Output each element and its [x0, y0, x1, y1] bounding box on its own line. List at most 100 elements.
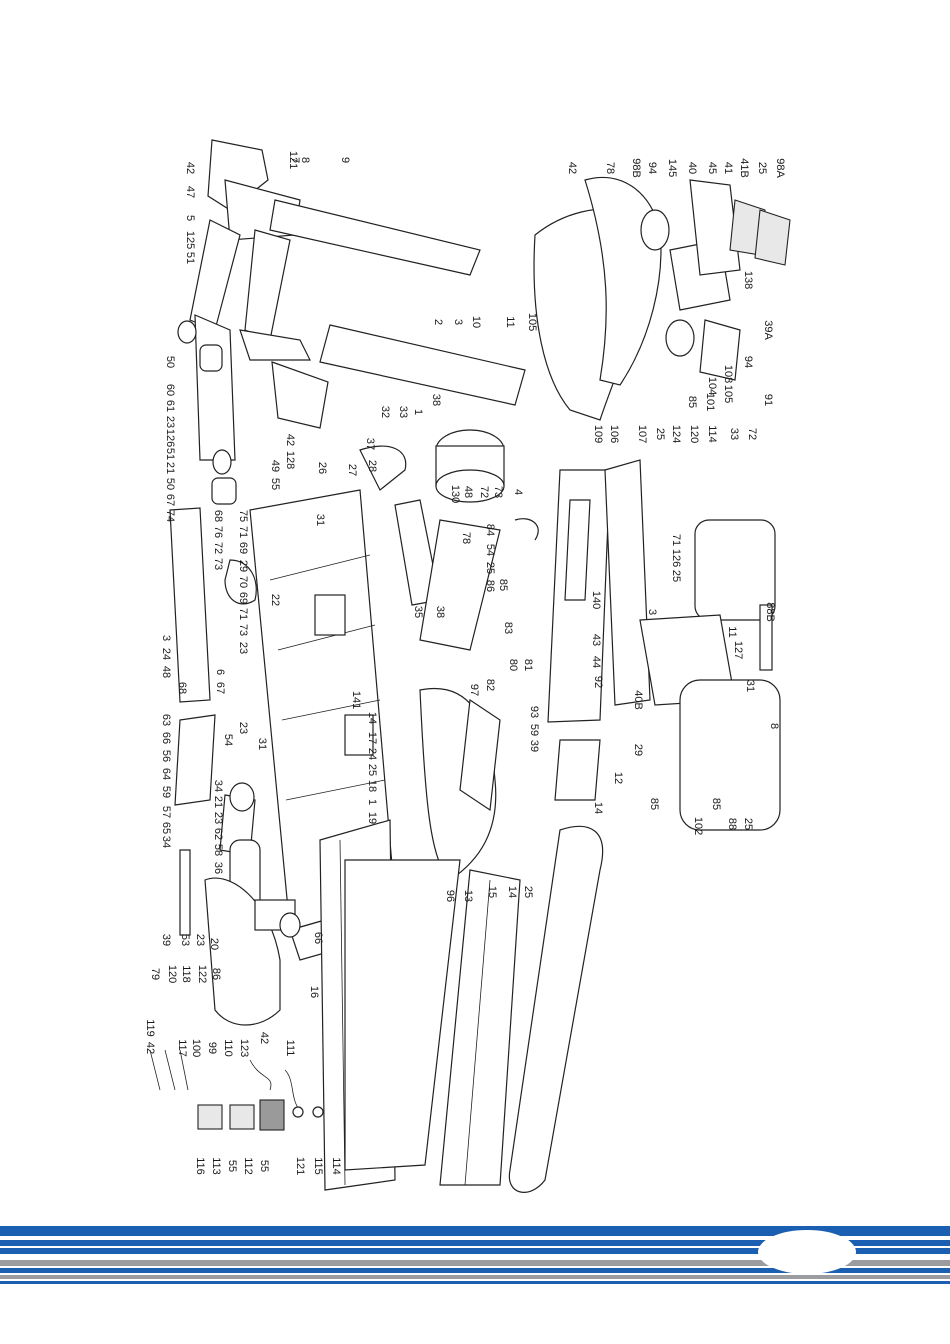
part-label: 49 [269, 460, 281, 472]
part-label: 14 [592, 802, 604, 814]
svg-text:32: 32 [379, 406, 391, 418]
part-label: 67 [164, 494, 176, 506]
svg-text:105: 105 [722, 385, 734, 403]
handrails [547, 459, 651, 801]
power-filter-113 [197, 1104, 223, 1130]
svg-text:105: 105 [526, 313, 538, 331]
part-label: 38 [430, 394, 442, 406]
part-label: 120 [166, 965, 178, 983]
svg-text:73: 73 [492, 486, 504, 498]
svg-text:64: 64 [160, 768, 172, 780]
svg-text:110: 110 [222, 1039, 234, 1057]
svg-text:37: 37 [364, 438, 376, 450]
part-label: 69 [237, 542, 249, 554]
svg-text:140: 140 [590, 591, 602, 609]
svg-text:15: 15 [486, 886, 498, 898]
svg-text:115: 115 [312, 1157, 324, 1175]
svg-text:31: 31 [314, 514, 326, 526]
part-label: 53 [179, 934, 191, 946]
part-label: 42 [258, 1032, 270, 1044]
part-label: 23 [237, 722, 249, 734]
hood-cover [419, 687, 501, 881]
part-label: 8 [299, 157, 311, 163]
part-label: 55 [269, 478, 281, 490]
svg-text:59: 59 [528, 724, 540, 736]
part-label: 73 [212, 558, 224, 570]
svg-text:106: 106 [608, 425, 620, 443]
part-label: 79 [149, 968, 161, 980]
svg-text:66: 66 [312, 932, 324, 944]
side-rail-14-right [439, 869, 521, 1186]
svg-text:83: 83 [502, 622, 514, 634]
part-label: 145 [666, 159, 678, 177]
svg-text:114: 114 [330, 1157, 342, 1175]
svg-text:50: 50 [164, 478, 176, 490]
part-label: 85 [648, 798, 660, 810]
part-label: 29 [237, 560, 249, 572]
roller-51 [177, 320, 197, 344]
part-label: 38 [434, 606, 446, 618]
part-label: 20 [208, 938, 220, 950]
part-label: 114 [330, 1157, 342, 1175]
part-label: 51 [164, 448, 176, 460]
part-label: 25 [484, 562, 496, 574]
part-label: 71 [237, 608, 249, 620]
mast-cross-member [239, 329, 311, 361]
svg-text:34: 34 [212, 780, 224, 792]
incline-motor-22 [224, 559, 257, 605]
part-label: 9 [339, 157, 351, 163]
part-label: 36 [212, 862, 224, 874]
svg-text:100: 100 [190, 1039, 202, 1057]
bracket-128 [271, 361, 329, 429]
part-label: 76 [212, 526, 224, 538]
part-label: 51 [184, 252, 196, 264]
svg-text:3: 3 [646, 609, 658, 615]
part-label: 68 [176, 682, 188, 694]
upright-mast-assembly [177, 139, 526, 505]
part-label: 24 [366, 748, 378, 760]
svg-text:114: 114 [706, 425, 718, 443]
svg-text:24: 24 [366, 748, 378, 760]
part-label: 10 [470, 316, 482, 328]
incline-assembly [169, 507, 261, 936]
part-label: 58 [212, 844, 224, 856]
svg-text:22: 22 [269, 594, 281, 606]
footer-stripe-white [0, 1256, 950, 1260]
svg-text:44: 44 [590, 656, 602, 668]
svg-text:28: 28 [366, 460, 378, 472]
deck-belt-rails [319, 819, 604, 1193]
page-number-badge [758, 1230, 856, 1274]
svg-text:6: 6 [214, 669, 226, 675]
frame-block-b [344, 714, 374, 756]
part-label: 13 [462, 890, 474, 902]
svg-text:145: 145 [666, 159, 678, 177]
part-label: 54 [484, 544, 496, 556]
svg-text:33: 33 [397, 406, 409, 418]
svg-text:51: 51 [184, 252, 196, 264]
svg-text:65: 65 [160, 822, 172, 834]
svg-text:85: 85 [710, 798, 722, 810]
part-label: 42 [184, 162, 196, 174]
frame-crossbar-1 [269, 554, 371, 581]
part-label: 25 [366, 764, 378, 776]
part-label: 40 [686, 162, 698, 174]
svg-text:33: 33 [728, 428, 740, 440]
part-label: 104 [706, 377, 718, 395]
svg-text:67: 67 [214, 682, 226, 694]
part-label: 16 [308, 986, 320, 998]
part-label: 93 [528, 706, 540, 718]
svg-text:8: 8 [299, 157, 311, 163]
part-label: 18 [366, 780, 378, 792]
part-label: 7 [289, 157, 301, 163]
wheel-34 [229, 782, 255, 812]
svg-text:49: 49 [269, 460, 281, 472]
part-label: 25 [670, 570, 682, 582]
rear-frame [204, 877, 301, 1026]
svg-text:26: 26 [316, 462, 328, 474]
part-label: 94 [742, 356, 754, 368]
part-label: 48 [160, 666, 172, 678]
svg-text:101: 101 [704, 393, 716, 411]
svg-text:111: 111 [284, 1040, 296, 1057]
part-label: 47 [184, 186, 196, 198]
part-label: 5 [184, 215, 196, 221]
